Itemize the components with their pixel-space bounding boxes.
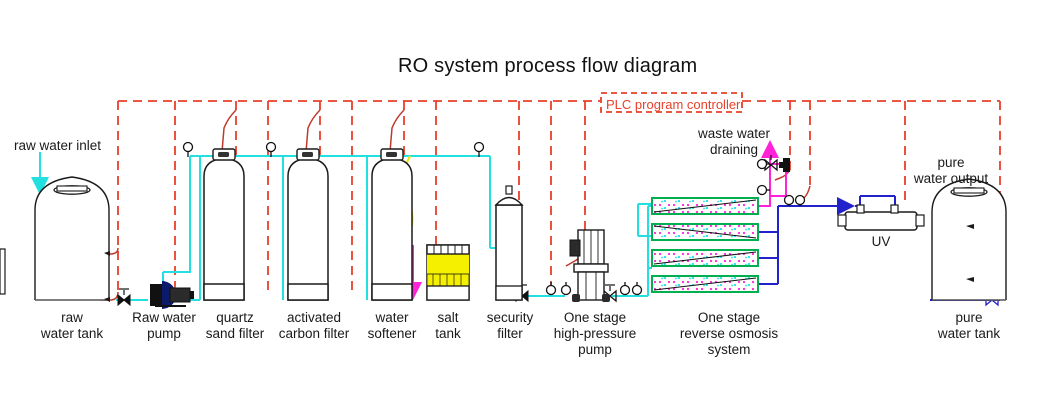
label-raw-water-pump: Raw water pump xyxy=(132,310,196,341)
page-title: RO system process flow diagram xyxy=(398,55,698,77)
pressure-gauges[interactable] xyxy=(182,141,806,296)
plc-controller-label: PLC program controller xyxy=(606,97,741,112)
label-water-softener: water softener xyxy=(367,310,417,341)
water-softener[interactable] xyxy=(371,148,413,301)
pressure-gauge xyxy=(783,194,795,206)
label-raw-water-inlet: raw water inlet xyxy=(14,138,102,153)
label-high-pressure-pump: One stage high-pressure pump xyxy=(553,310,637,357)
ro-membrane-vessel xyxy=(651,197,759,215)
pressure-gauge xyxy=(182,141,194,157)
label-security-filter: security filter xyxy=(486,310,534,341)
uv-sterilizer[interactable] xyxy=(837,204,925,231)
ro-membrane-vessel xyxy=(651,223,759,241)
security-filter[interactable] xyxy=(494,185,524,301)
pressure-gauge xyxy=(265,141,277,157)
quartz-sand-filter[interactable] xyxy=(203,148,245,301)
activated-carbon-filter[interactable] xyxy=(287,148,329,301)
label-salt-tank: salt tank xyxy=(435,310,461,341)
label-pure-water-output: pure water output xyxy=(913,155,989,186)
raw-water-tank[interactable] xyxy=(34,176,110,302)
salt-tank[interactable] xyxy=(0,244,470,301)
label-pure-water-tank: pure water tank xyxy=(937,310,1001,341)
pressure-gauge xyxy=(619,282,631,296)
label-activated-carbon-filter: activated carbon filter xyxy=(278,310,350,341)
ro-membrane-vessel xyxy=(651,249,759,267)
pressure-gauge xyxy=(794,194,806,206)
label-ro-system: One stage reverse osmosis system xyxy=(679,310,779,357)
plc-control-wiring xyxy=(117,92,1001,296)
raw-water-pump[interactable] xyxy=(150,281,194,309)
pure-water-tank[interactable] xyxy=(931,178,1007,301)
high-pressure-pump[interactable] xyxy=(569,229,610,302)
valve-tank-outlet[interactable] xyxy=(117,288,131,307)
ro-membrane-system[interactable] xyxy=(651,197,759,293)
pressure-gauge xyxy=(631,282,643,296)
pressure-gauge xyxy=(545,282,557,296)
pressure-gauge xyxy=(756,158,770,170)
pressure-gauge xyxy=(560,282,572,296)
label-raw-water-tank: raw water tank xyxy=(40,310,104,341)
pressure-gauge xyxy=(473,141,485,157)
label-uv: UV xyxy=(871,234,891,249)
pressure-gauge xyxy=(756,184,770,196)
raw-water-piping xyxy=(31,152,652,301)
label-quartz-sand-filter: quartz sand filter xyxy=(205,310,265,341)
ro-membrane-vessel xyxy=(651,275,759,293)
label-waste-water-draining: waste water draining xyxy=(697,126,771,157)
solenoid-waste-drain[interactable] xyxy=(779,158,790,172)
